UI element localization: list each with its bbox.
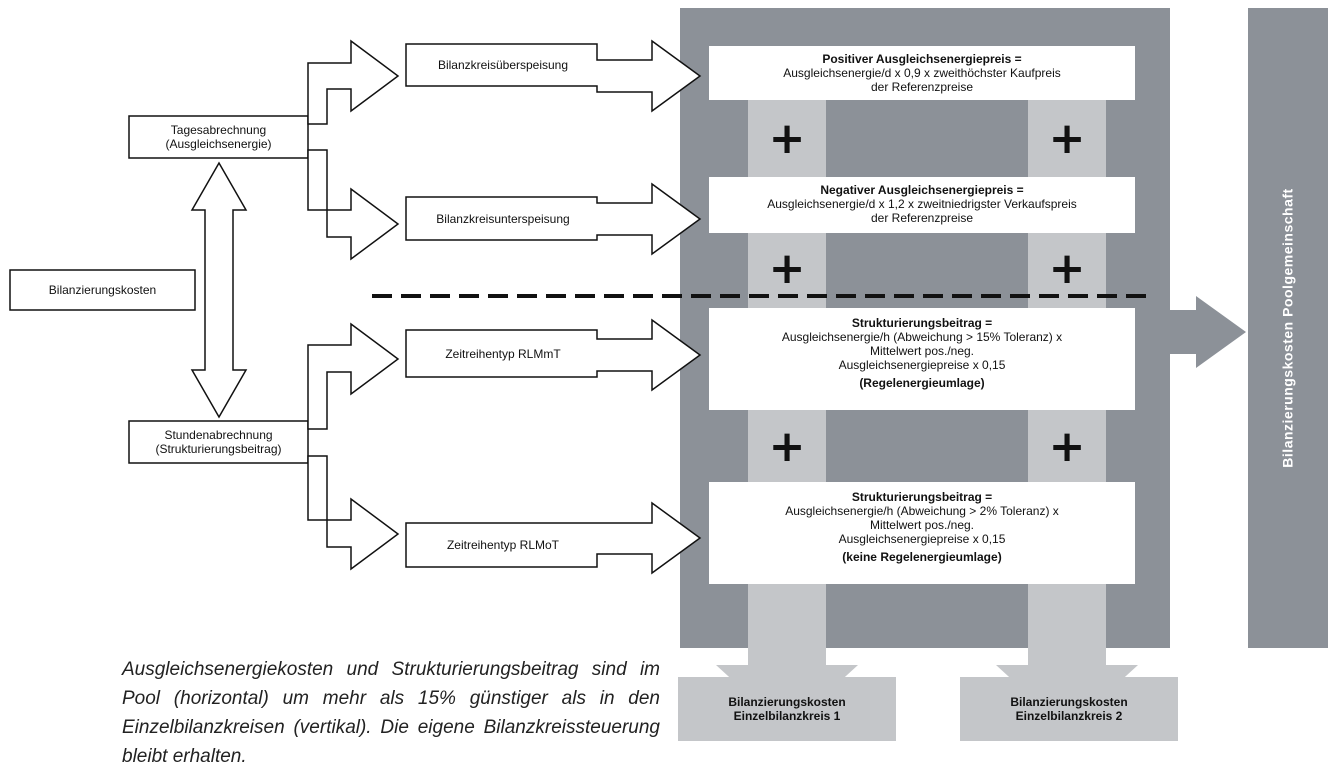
formula-4-title: Strukturierungsbeitrag = — [851, 490, 993, 504]
formula-box-1 — [709, 46, 1135, 100]
formula-2: Negativer Ausgleichsenergiepreis = Ausgl… — [709, 183, 1135, 225]
plus-icon: + — [1048, 243, 1086, 294]
under-label: Bilanzkreisunterspeisung — [436, 211, 570, 226]
over-label: Bilanzkreisüberspeisung — [437, 58, 569, 72]
formula-1-body: Ausgleichsenergie/d x 0,9 x zweithöchste… — [783, 66, 1061, 94]
formula-box-4 — [709, 482, 1135, 584]
output-box-1 — [678, 677, 896, 741]
formula-1: Positiver Ausgleichsenergiepreis = Ausgl… — [709, 52, 1135, 94]
branch-arrow-under — [307, 149, 400, 261]
leaf-arrow-rlmot — [405, 501, 702, 575]
leaf-arrow-over — [405, 39, 702, 113]
rlmot-label: Zeitreihentyp RLMoT — [446, 538, 560, 552]
formula-2-body: Ausgleichsenergie/d x 1,2 x zweitniedrig… — [767, 197, 1077, 225]
formula-4-note: (keine Regelenergieumlage) — [842, 550, 1002, 564]
daily-label: Tagesabrechnung (Ausgleichsenergie) — [165, 123, 272, 151]
daily-box — [128, 115, 309, 159]
caption: Ausgleichsenergiekosten und Strukturieru… — [122, 659, 660, 767]
output-label-2: Bilanzierungskosten Einzelbilanzkreis 2 — [1010, 695, 1128, 723]
plus-icon: + — [1048, 113, 1086, 164]
output-label-1: Bilanzierungskosten Einzelbilanzkreis 1 — [728, 695, 846, 723]
branch-arrow-rlmmt — [307, 322, 400, 430]
formula-box-3 — [709, 308, 1135, 410]
plus-icon: + — [768, 113, 806, 164]
formula-3-note: (Regelenergieumlage) — [859, 376, 985, 390]
plus-icon: + — [1048, 421, 1086, 472]
pool-label: Bilanzierungskosten Poolgemeinschaft — [1248, 8, 1328, 648]
double-arrow — [190, 161, 248, 419]
branch-arrow-over — [307, 39, 400, 125]
leaf-arrow-under — [405, 182, 702, 256]
formula-3: Strukturierungsbeitrag = Ausgleichsenerg… — [709, 316, 1135, 390]
hourly-box — [128, 420, 309, 464]
root-label: Bilanzierungskosten — [48, 283, 157, 297]
output-box-2 — [960, 677, 1178, 741]
pool-arrow — [1170, 296, 1246, 368]
pool-bar — [1248, 8, 1328, 648]
formula-4: Strukturierungsbeitrag = Ausgleichsenerg… — [709, 490, 1135, 564]
plus-icon: + — [768, 421, 806, 472]
pool-label-text: Bilanzierungskosten Poolgemeinschaft — [1280, 188, 1297, 468]
formula-2-title: Negativer Ausgleichsenergiepreis = — [820, 183, 1024, 197]
formula-4-body: Ausgleichsenergie/h (Abweichung > 2% Tol… — [785, 504, 1059, 546]
formula-box-2 — [709, 177, 1135, 233]
plus-icon: + — [768, 243, 806, 294]
hourly-label: Stundenabrechnung (Strukturierungsbeitra… — [155, 428, 282, 456]
formula-3-body: Ausgleichsenergie/h (Abweichung > 15% To… — [781, 330, 1063, 372]
rlmmt-label: Zeitreihentyp RLMmT — [445, 346, 561, 361]
diagram-canvas — [9, 8, 1328, 741]
leaf-arrow-rlmmt — [405, 318, 702, 392]
formula-1-title: Positiver Ausgleichsenergiepreis = — [822, 52, 1022, 66]
root-box — [9, 269, 196, 311]
formula-3-title: Strukturierungsbeitrag = — [851, 316, 993, 330]
branch-arrow-rlmot — [307, 455, 400, 571]
